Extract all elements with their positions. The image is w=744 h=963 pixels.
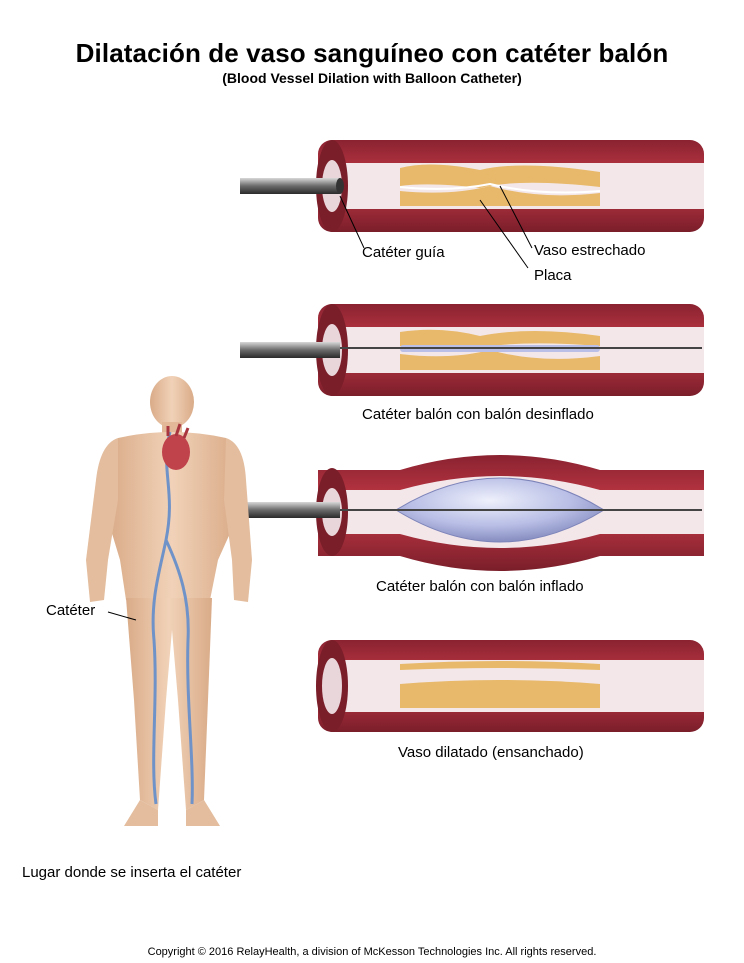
label-dilated-vessel: Vaso dilatado (ensanchado) <box>398 744 584 761</box>
label-catheter: Catéter <box>46 602 95 619</box>
label-narrowed-vessel: Vaso estrechado <box>534 242 645 259</box>
vessel-inflated-balloon <box>240 455 704 571</box>
copyright-notice: Copyright © 2016 RelayHealth, a division… <box>0 946 744 958</box>
label-deflated-balloon: Catéter balón con balón desinflado <box>362 406 594 423</box>
label-inflated-balloon: Catéter balón con balón inflado <box>376 578 584 595</box>
body-figure <box>86 376 252 826</box>
vessel-deflated-balloon <box>240 304 704 396</box>
label-insertion-site: Lugar donde se inserta el catéter <box>22 864 241 881</box>
label-guide-catheter: Catéter guía <box>362 244 445 261</box>
label-plaque: Placa <box>534 267 572 284</box>
vessel-dilated <box>316 640 704 732</box>
